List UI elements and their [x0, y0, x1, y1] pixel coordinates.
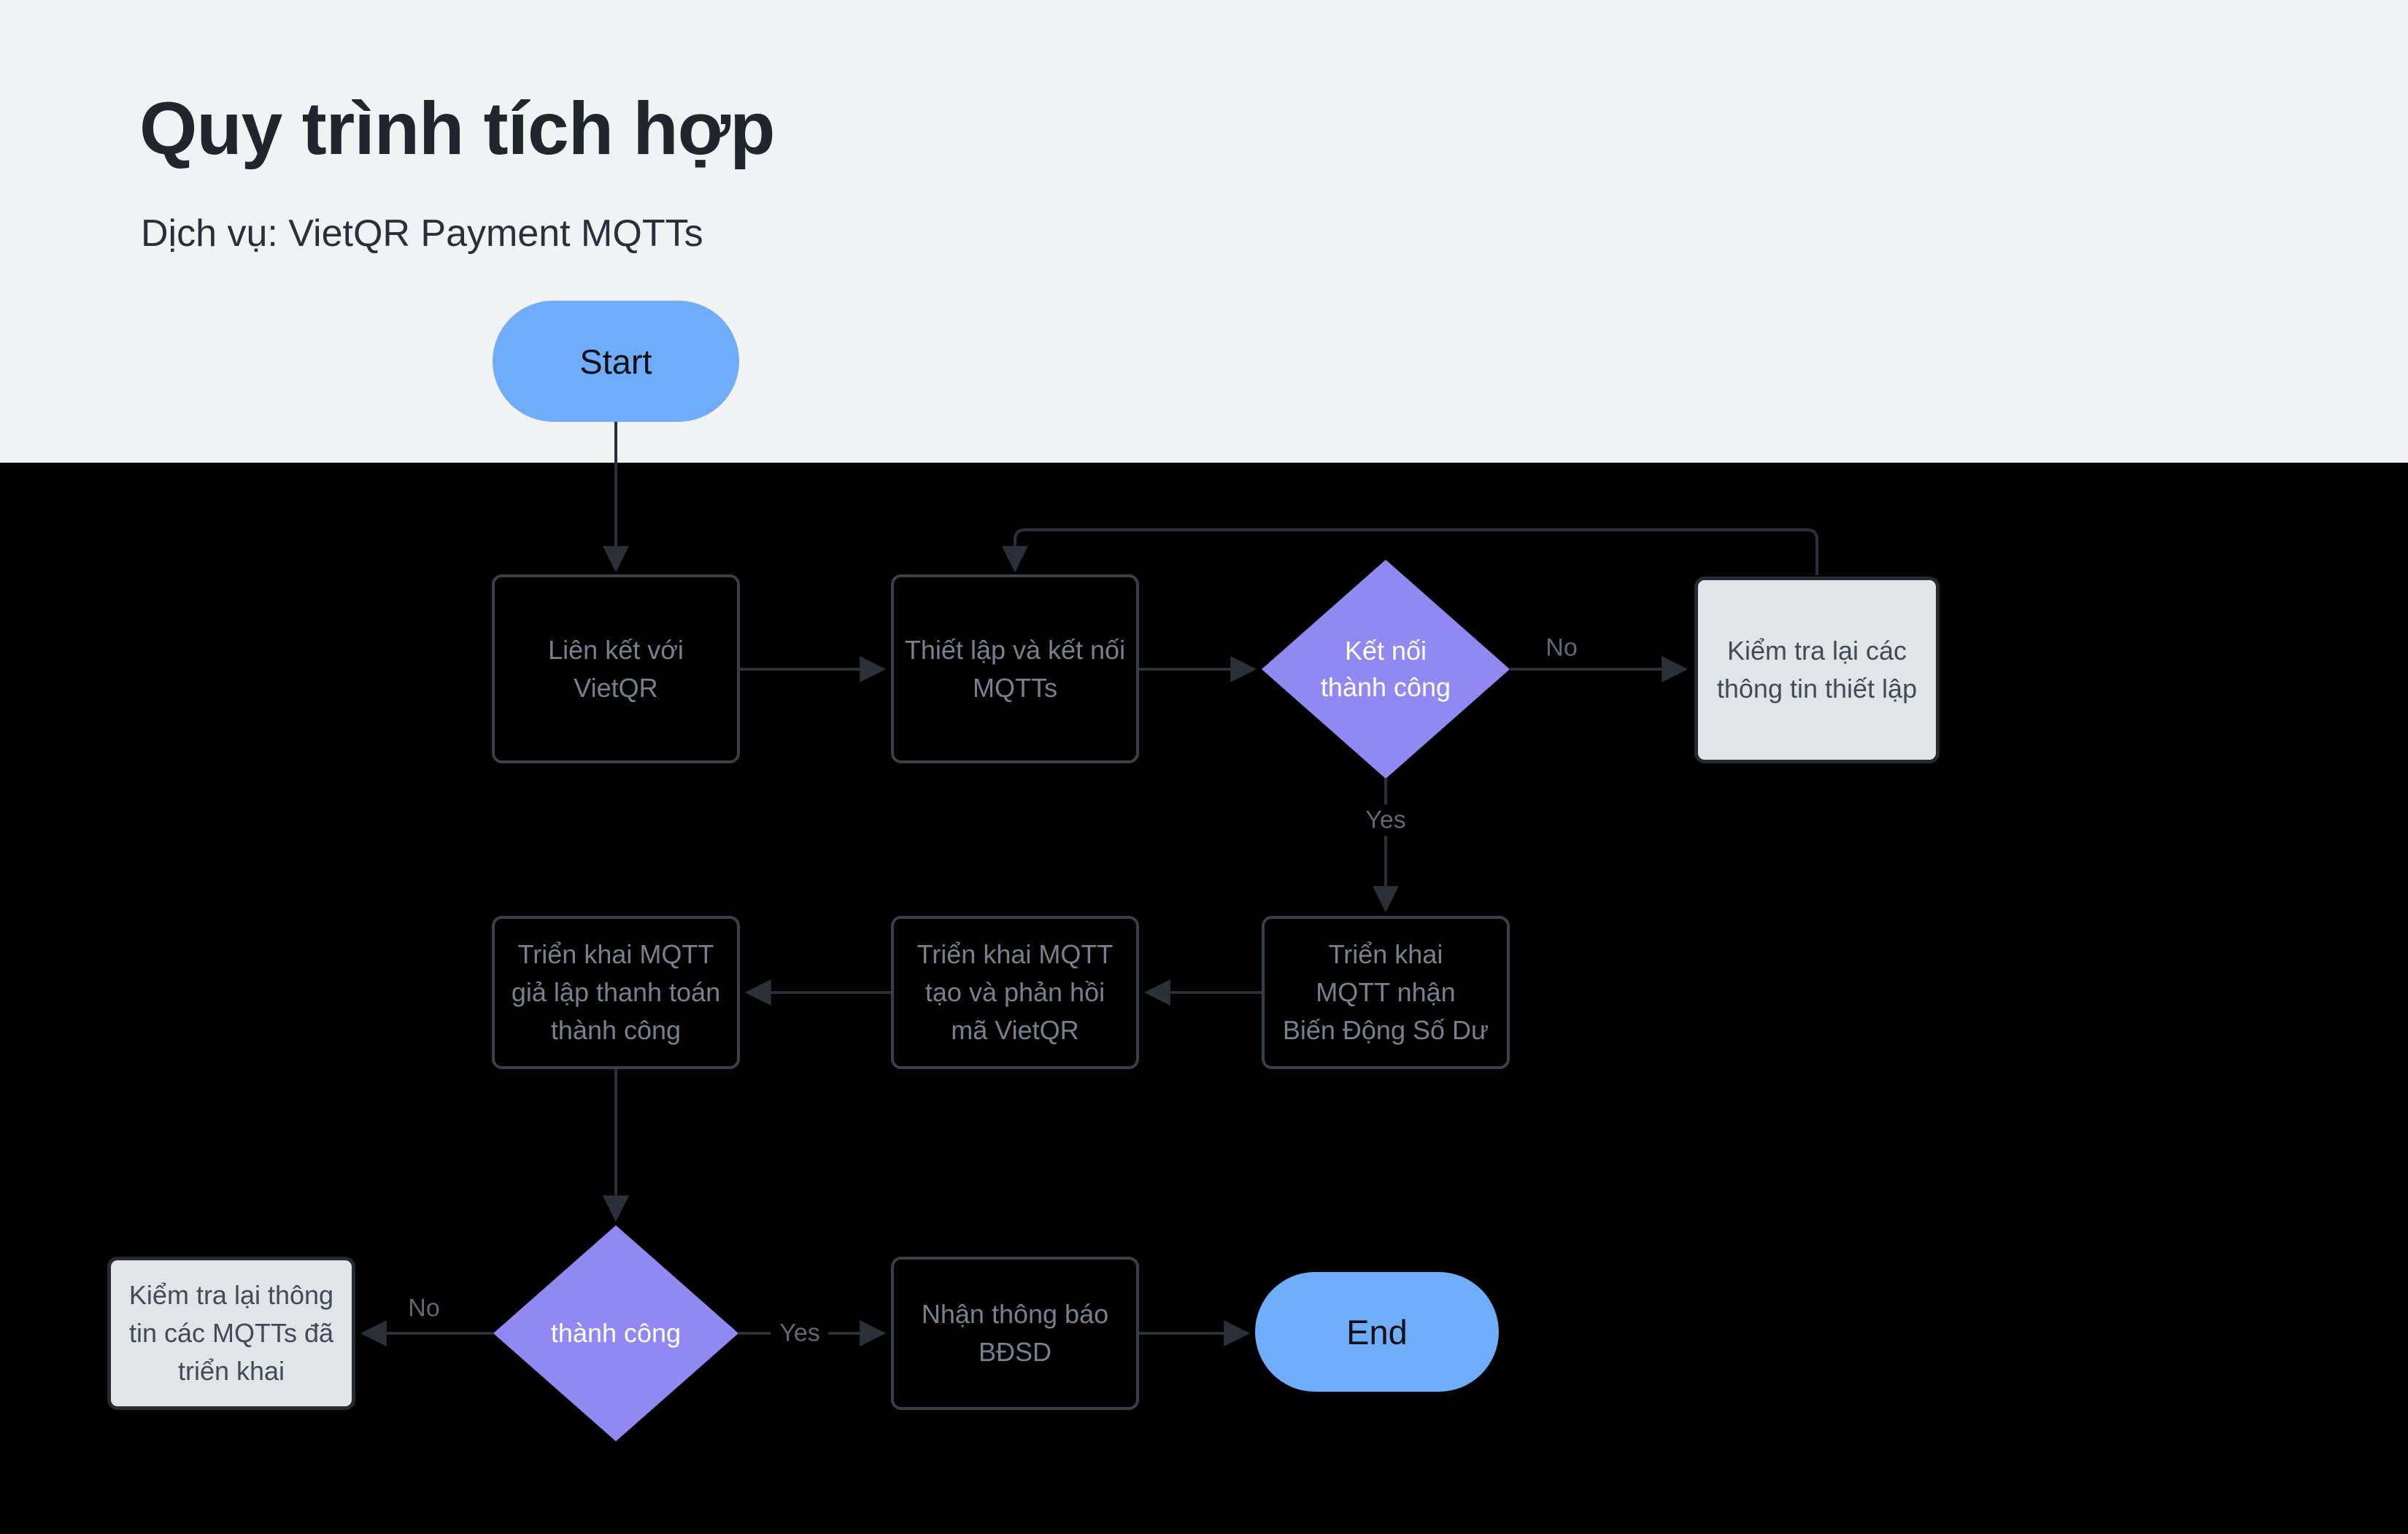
- page-title: Quy trình tích hợp: [139, 87, 775, 170]
- highlight-kiem-tra-thiet-lap: Kiểm tra lại các thông tin thiết lập: [1694, 577, 1940, 763]
- terminator-start-label: Start: [579, 342, 652, 381]
- highlight-kiem-tra-thiet-lap-label: Kiểm tra lại các thông tin thiết lập: [1716, 636, 1918, 704]
- process-thiet-lap-mqtts: Thiết lập và kết nối MQTTs: [891, 574, 1139, 763]
- process-nhan-thong-bao-bdsd-label: Nhận thông báo BĐSD: [921, 1299, 1109, 1367]
- terminator-start: Start: [493, 301, 739, 422]
- edge-label-yes-deploy: Yes: [771, 1317, 829, 1349]
- edge-label-no-setup: No: [1545, 633, 1578, 662]
- header-band: [0, 0, 2408, 463]
- process-mqtt-gia-lap: Triển khai MQTT giả lập thanh toán thành…: [492, 916, 740, 1069]
- process-mqtt-nhan-bdsd: Triển khai MQTT nhận Biến Động Số Dư: [1262, 916, 1510, 1069]
- edge-label-no-deploy: No: [408, 1294, 440, 1322]
- process-mqtt-tao-vietqr: Triển khai MQTT tạo và phản hồi mã VietQ…: [891, 916, 1139, 1069]
- process-lien-ket-vietqr-label: Liên kết với VietQR: [548, 634, 684, 703]
- process-mqtt-tao-vietqr-label: Triển khai MQTT tạo và phản hồi mã VietQ…: [916, 939, 1114, 1045]
- terminator-end-label: End: [1346, 1312, 1408, 1352]
- process-thiet-lap-mqtts-label: Thiết lập và kết nối MQTTs: [904, 634, 1126, 703]
- highlight-kiem-tra-mqtts-label: Kiểm tra lại thông tin các MQTTs đã triể…: [128, 1280, 334, 1386]
- edge-label-yes-setup: Yes: [1357, 804, 1415, 836]
- process-lien-ket-vietqr: Liên kết với VietQR: [492, 574, 740, 763]
- decision-thanh-cong-label: thành công: [550, 1318, 682, 1348]
- process-mqtt-nhan-bdsd-label: Triển khai MQTT nhận Biến Động Số Dư: [1282, 939, 1489, 1045]
- decision-ket-noi-thanh-cong-label: Kết nối thành công: [1320, 636, 1451, 702]
- highlight-kiem-tra-mqtts: Kiểm tra lại thông tin các MQTTs đã triể…: [107, 1257, 355, 1410]
- page-subtitle: Dịch vụ: VietQR Payment MQTTs: [141, 212, 703, 255]
- process-mqtt-gia-lap-label: Triển khai MQTT giả lập thanh toán thành…: [511, 939, 721, 1045]
- terminator-end: End: [1255, 1272, 1499, 1392]
- edge-kiemtra1-loop-to-thietlap: [1002, 528, 1818, 575]
- process-nhan-thong-bao-bdsd: Nhận thông báo BĐSD: [891, 1257, 1139, 1410]
